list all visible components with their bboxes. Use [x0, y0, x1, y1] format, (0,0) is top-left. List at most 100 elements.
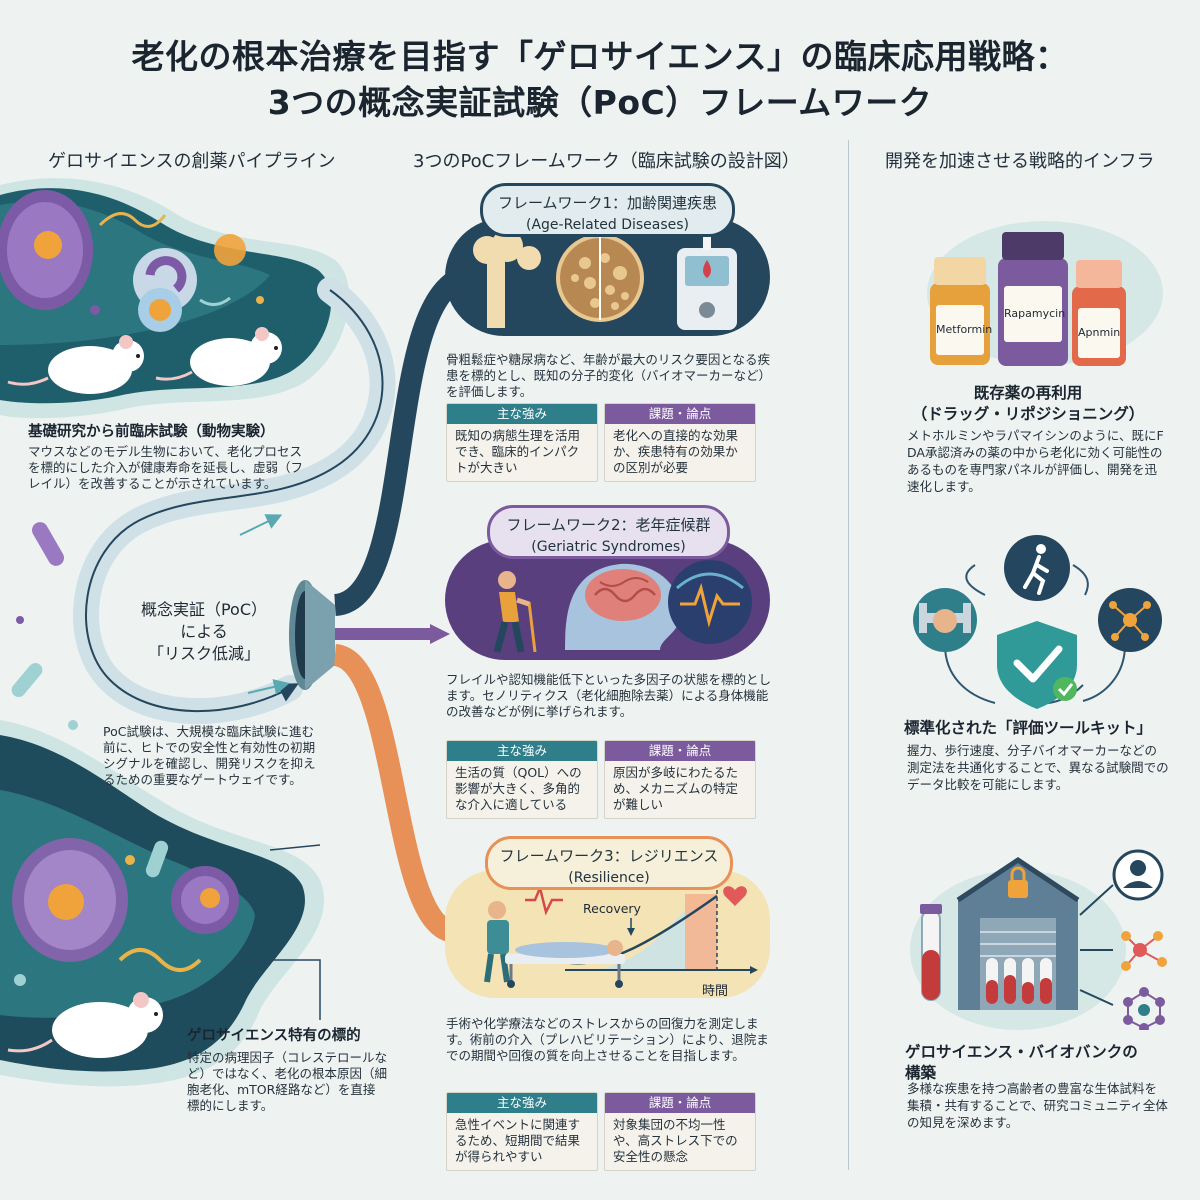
- framework3-strength-text: 急性イベントに関連するため、短期間で結果が得られやすい: [455, 1117, 581, 1164]
- framework2-strength-label: 主な強み: [447, 741, 597, 761]
- glucose-meter-icon: [677, 228, 737, 330]
- framework1-issue-box: 課題・論点 老化への直接的な効果か、疾患特有の効果かの区別が必要: [604, 403, 756, 482]
- bottle-label-3: Apnmin: [1078, 308, 1120, 358]
- poc-funnel-icon: [289, 580, 335, 690]
- recovery-label: Recovery: [583, 901, 641, 916]
- preclinical-block: 基礎研究から前臨床試験（動物実験） マウスなどのモデル生物において、老化プロセス…: [28, 420, 338, 492]
- framework3-title: フレームワーク3：レジリエンス: [499, 847, 719, 865]
- framework2-issue-label: 課題・論点: [605, 741, 755, 761]
- framework3-issue-text: 対象集団の不均一性や、高ストレス下での安全性の懸念: [613, 1117, 738, 1164]
- cell-blob-top: [0, 178, 350, 419]
- repurposing-body: メトホルミンやラパマイシンのように、既にFDA承認済みの薬の中から老化に効く可能…: [907, 428, 1164, 494]
- mouse-icon: [7, 992, 163, 1058]
- poc-body: PoC試験は、大規模な臨床試験に進む前に、ヒトでの安全性と有効性の初期シグナルを…: [103, 724, 316, 787]
- repurposing-title: 既存薬の再利用 （ドラッグ・リポジショニング）: [893, 383, 1163, 425]
- framework3-illustration: [445, 870, 770, 998]
- framework3-subtitle: (Resilience): [568, 870, 650, 886]
- poc-risk-label: 概念実証（PoC） による 「リスク低減」: [104, 599, 304, 665]
- framework1-issue-text: 老化への直接的な効果か、疾患特有の効果かの区別が必要: [613, 428, 739, 475]
- framework1-strength-text: 既知の病態生理を活用でき、臨床的インパクトが大きい: [455, 428, 581, 475]
- column-heading-pipeline: ゲロサイエンスの創薬パイプライン: [48, 151, 336, 172]
- grip-strength-icon: [913, 588, 977, 652]
- elderly-walker-icon: [493, 571, 537, 653]
- framework3-strength-label: 主な強み: [447, 1093, 597, 1113]
- framework1-illustration: [445, 218, 770, 336]
- metformin-bottle-icon: Metformin: [930, 257, 992, 365]
- bone-density-icon: [556, 234, 644, 322]
- column-heading-frameworks: 3つのPoCフレームワーク（臨床試験の設計図）: [413, 151, 800, 172]
- ribbon-framework1: [332, 264, 474, 616]
- pulse-icon: [525, 884, 563, 916]
- biobank-illustration: [910, 849, 1167, 1030]
- framework3-issue-box: 課題・論点 対象集団の不均一性や、高ストレス下での安全性の懸念: [604, 1092, 756, 1171]
- blood-tube-icon: [920, 904, 942, 1001]
- poc-label-line2: による: [180, 622, 228, 641]
- framework1-strength-box: 主な強み 既知の病態生理を活用でき、臨床的インパクトが大きい: [446, 403, 598, 482]
- biobank-building-icon: [956, 856, 1080, 1010]
- page-title-line1: 老化の根本治療を目指す「ゲロサイエンス」の臨床応用戦略：: [131, 37, 1069, 76]
- framework2-issue-box: 課題・論点 原因が多岐にわたるため、メカニズムの特定が難しい: [604, 740, 756, 819]
- framework2-subtitle: (Geriatric Syndromes): [531, 539, 686, 555]
- page-title-line2: 3つの概念実証試験（PoC）フレームワーク: [267, 83, 933, 122]
- biomarker-network-icon: [1098, 588, 1162, 652]
- ribbon-framework3: [332, 644, 458, 943]
- biobank-title-line1: ゲロサイエンス・バイオバンクの: [905, 1043, 1138, 1061]
- shield-check-icon: [997, 621, 1077, 709]
- bacteria-decor: [11, 522, 78, 730]
- walking-person-icon: [1004, 535, 1070, 601]
- framework1-title: フレームワーク1：加齢関連疾患: [497, 194, 718, 212]
- framework1-pros-cons: 主な強み 既知の病態生理を活用でき、臨床的インパクトが大きい 課題・論点 老化へ…: [446, 403, 756, 482]
- framework1-strength-label: 主な強み: [447, 404, 597, 424]
- bone-icon: [473, 230, 541, 328]
- brain-profile-icon: [565, 563, 681, 650]
- apnmin-bottle-icon: Apnmin: [1072, 260, 1126, 366]
- targets-title: ゲロサイエンス特有の標的: [187, 1028, 361, 1044]
- time-axis-label: 時間: [702, 984, 729, 999]
- bottle-label-1: Metformin: [936, 305, 992, 355]
- heart-icon: [723, 886, 747, 906]
- biobank-body: 多様な疾患を持つ高齢者の豊富な生体試料を集積・共有することで、研究コミュニティ全…: [907, 1081, 1168, 1130]
- biobank-title-line2: 構築: [905, 1064, 937, 1082]
- data-network-icon: [1123, 987, 1165, 1030]
- framework3-header: フレームワーク3：レジリエンス (Resilience): [485, 836, 733, 890]
- targets-body: 特定の病理因子（コレステロールなど）ではなく、老化の根本原因（細胞老化、mTOR…: [187, 1050, 388, 1113]
- toolkit-body: 握力、歩行速度、分子バイオマーカーなどの測定法を共通化することで、異なる試験間で…: [907, 743, 1169, 792]
- framework3-description: 手術や化学療法などのストレスからの回復力を測定します。術前の介入（プレハビリテー…: [446, 1016, 769, 1063]
- cell-blob-bottom: [0, 720, 325, 1087]
- poc-label-line1: 概念実証（PoC）: [140, 600, 268, 619]
- framework1-subtitle: (Age-Related Diseases): [525, 217, 690, 233]
- repurposing-title-line1: 既存薬の再利用: [973, 384, 1083, 402]
- bottle-label-2: Rapamycin: [1004, 286, 1065, 342]
- column-heading-infrastructure: 開発を加速させる戦略的インフラ: [885, 151, 1155, 172]
- toolkit-title: 標準化された「評価ツールキット」: [903, 719, 1152, 737]
- biobank-title: ゲロサイエンス・バイオバンクの 構築: [893, 1042, 1155, 1084]
- researcher-icon: [1112, 849, 1164, 901]
- preclinical-title: 基礎研究から前臨床試験（動物実験）: [28, 424, 275, 440]
- clinician-patient-icon: [484, 901, 625, 988]
- rapamycin-bottle-icon: Rapamycin: [998, 232, 1068, 366]
- framework3-strength-box: 主な強み 急性イベントに関連するため、短期間で結果が得られやすい: [446, 1092, 598, 1171]
- preclinical-body: マウスなどのモデル生物において、老化プロセスを標的にした介入が健康寿命を延長し、…: [28, 444, 304, 491]
- framework3-issue-label: 課題・論点: [605, 1093, 755, 1113]
- framework2-illustration: [445, 540, 770, 660]
- framework1-header: フレームワーク1：加齢関連疾患 (Age-Related Diseases): [480, 183, 735, 237]
- framework2-header: フレームワーク2：老年症候群 (Geriatric Syndromes): [487, 505, 730, 559]
- framework2-strength-text: 生活の質（QOL）への影響が大きく、多角的な介入に適している: [455, 765, 582, 812]
- mouse-pair-icon: [7, 327, 282, 394]
- framework2-strength-box: 主な強み 生活の質（QOL）への影響が大きく、多角的な介入に適している: [446, 740, 598, 819]
- targets-block: ゲロサイエンス特有の標的 特定の病理因子（コレステロールなど）ではなく、老化の根…: [187, 1024, 387, 1114]
- poc-label-line3: 「リスク低減」: [147, 644, 260, 663]
- framework2-pros-cons: 主な強み 生活の質（QOL）への影響が大きく、多角的な介入に適している 課題・論…: [446, 740, 756, 819]
- eeg-head-icon: [668, 560, 752, 644]
- framework1-description: 骨粗鬆症や糖尿病など、年齢が最大のリスク要因となる疾患を標的とし、既知の分子的変…: [446, 352, 772, 399]
- framework2-issue-text: 原因が多岐にわたるため、メカニズムの特定が難しい: [613, 765, 739, 812]
- repurposing-title-line2: （ドラッグ・リポジショニング）: [911, 405, 1145, 423]
- framework2-title: フレームワーク2：老年症候群: [506, 516, 711, 534]
- column-divider: [848, 140, 849, 1170]
- framework3-pros-cons: 主な強み 急性イベントに関連するため、短期間で結果が得られやすい 課題・論点 対…: [446, 1092, 756, 1171]
- framework1-issue-label: 課題・論点: [605, 404, 755, 424]
- framework2-description: フレイルや認知機能低下といった多因子の状態を標的とします。セノリティクス（老化細…: [446, 672, 772, 719]
- molecule-network-icon: [1121, 931, 1167, 971]
